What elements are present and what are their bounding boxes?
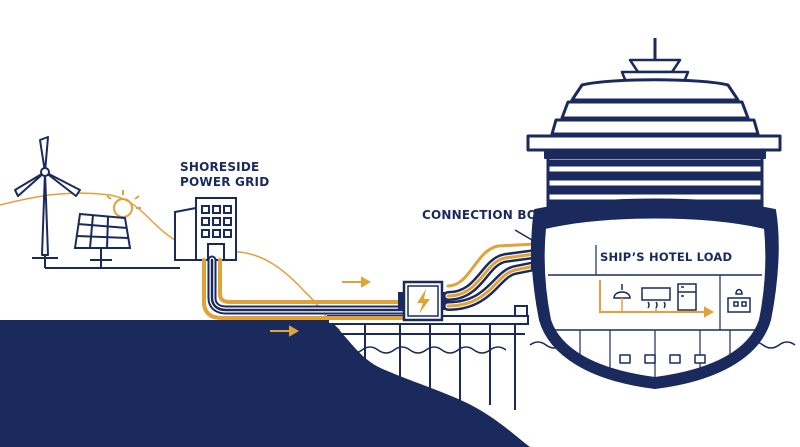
- power-grid-building-icon: [174, 197, 237, 261]
- wind-turbine-icon: [14, 136, 81, 259]
- ships-hotel-load-label: SHIP’S HOTEL LOAD: [600, 250, 733, 264]
- grid-label-line1: SHORESIDE: [180, 160, 260, 174]
- ship-cable: [443, 242, 540, 311]
- connection-box-label: CONNECTION BOX: [422, 208, 547, 222]
- ceiling-lamp-icon: [613, 284, 631, 312]
- shoreside-power-grid-label: SHORESIDE POWER GRID: [180, 160, 269, 190]
- solar-panel-icon: [73, 212, 132, 268]
- connection-box-icon: [398, 280, 448, 322]
- sun-icon: [106, 190, 141, 218]
- grid-label-line2: POWER GRID: [180, 175, 270, 189]
- water-line-left: [329, 346, 507, 354]
- air-conditioner-icon: [641, 287, 671, 312]
- hotel-power-line: [599, 280, 715, 318]
- cruise-ship-icon: [526, 38, 782, 389]
- kitchen-appliance-icon: [727, 288, 751, 313]
- refrigerator-icon: [677, 283, 697, 311]
- power-cable: [202, 255, 409, 320]
- sea: [0, 320, 530, 447]
- lightning-bolt-icon: [417, 289, 430, 314]
